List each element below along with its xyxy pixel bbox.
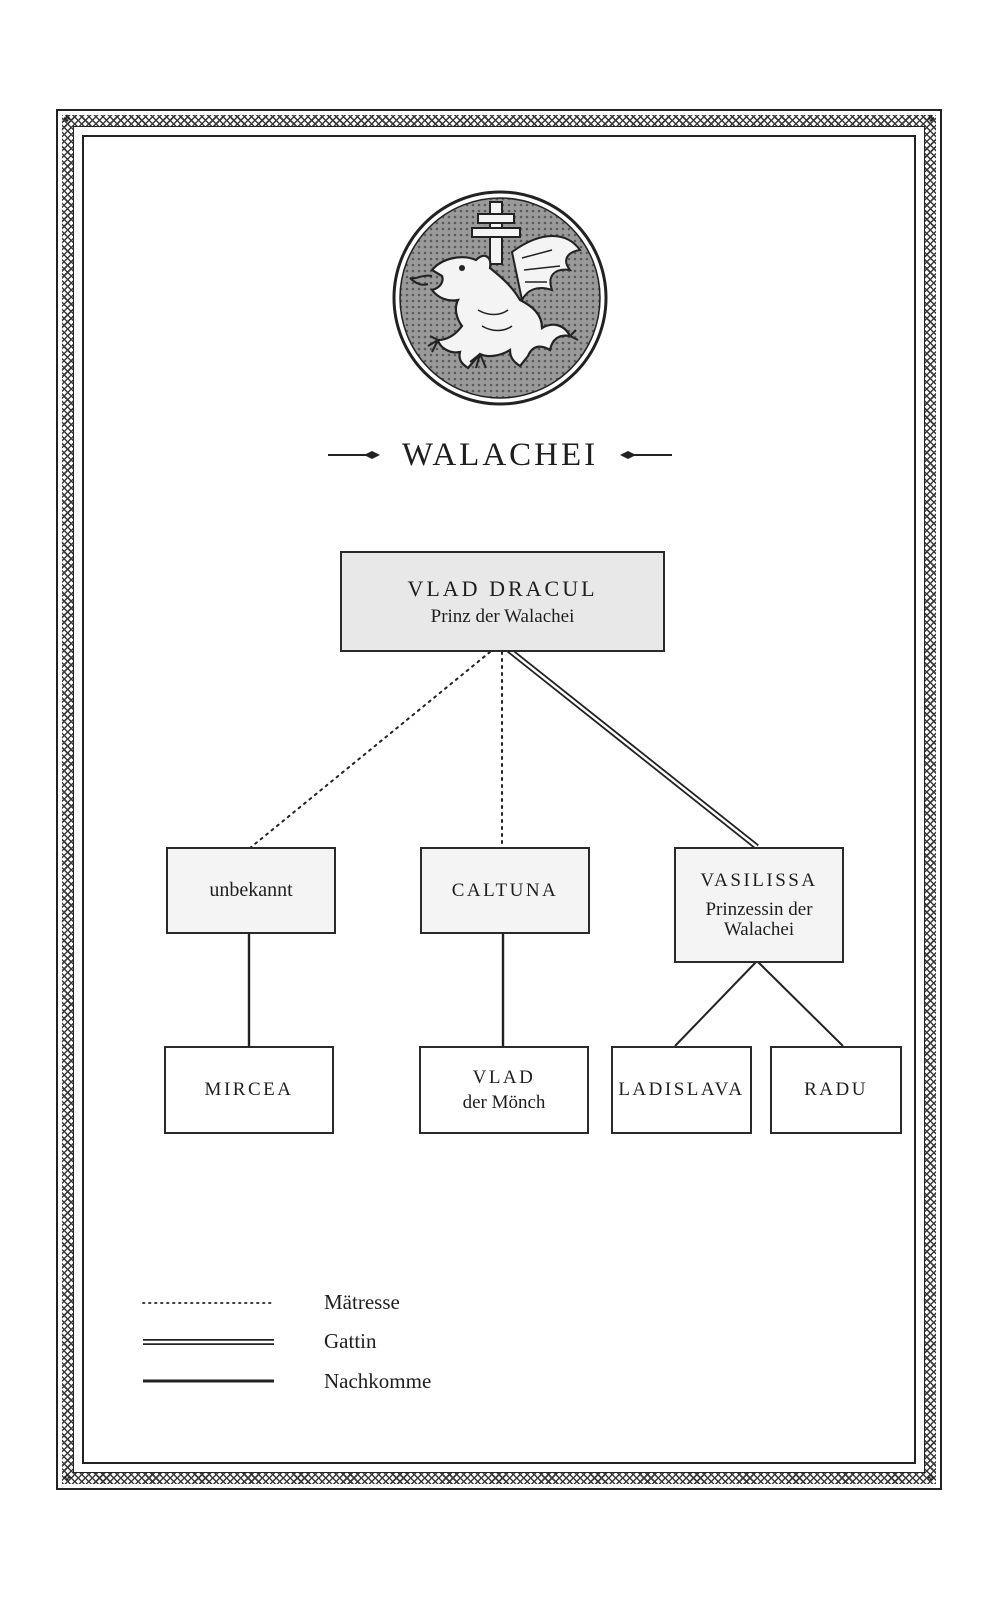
node-vlad-dracul: VLAD DRACUL Prinz der Walachei [340, 551, 665, 652]
title-flourish-left-icon [327, 451, 380, 459]
node-unbekannt: unbekannt [166, 847, 336, 934]
node-name: VASILISSA [700, 869, 818, 891]
frame-inner-border [82, 135, 916, 1464]
node-name: RADU [804, 1079, 868, 1101]
descendant-line-ladislava [674, 960, 758, 1047]
frame-corner-ornament-icon: ❖ [926, 114, 936, 125]
node-radu: RADU [770, 1046, 902, 1134]
node-mircea: MIRCEA [164, 1046, 334, 1134]
page-title-group: WALACHEI [320, 435, 680, 475]
node-subtitle-line1: Prinzessin der [705, 899, 813, 921]
node-subtitle-line2: Walachei [723, 919, 795, 941]
node-name: CALTUNA [451, 879, 559, 901]
frame-outer-border [56, 109, 942, 1490]
node-vasilissa: VASILISSA Prinzessin der Walachei [674, 847, 844, 963]
frame-middle-border [73, 126, 925, 1473]
node-name: VLAD [472, 1067, 536, 1089]
wife-line-vasilissa-inner [508, 649, 758, 848]
legend-label-descendant: Nachkomme [324, 1369, 432, 1393]
page-title: WALACHEI [401, 436, 599, 473]
dragon-seal-icon [392, 190, 608, 406]
mistress-line-unbekannt [249, 651, 491, 849]
frame-corner-ornament-icon: ❖ [62, 1473, 72, 1484]
descendant-line-radu [756, 960, 844, 1047]
legend-label-mistress: Mätresse [324, 1290, 400, 1314]
node-subtitle: Prinz der Walachei [430, 606, 575, 628]
node-name: unbekannt [209, 879, 293, 901]
frame-corner-ornament-icon: ❖ [62, 114, 72, 125]
node-name: MIRCEA [204, 1079, 294, 1101]
node-name: LADISLAVA [618, 1079, 745, 1101]
node-name: VLAD DRACUL [407, 575, 598, 601]
node-subtitle: der Mönch [462, 1091, 546, 1113]
legend-label-wife: Gattin [324, 1329, 377, 1353]
frame-corner-ornament-icon: ❖ [926, 1473, 936, 1484]
node-vlad-monk: VLAD der Mönch [419, 1046, 589, 1134]
title-flourish-right-icon [620, 451, 673, 459]
node-caltuna: CALTUNA [420, 847, 590, 934]
node-ladislava: LADISLAVA [611, 1046, 752, 1134]
